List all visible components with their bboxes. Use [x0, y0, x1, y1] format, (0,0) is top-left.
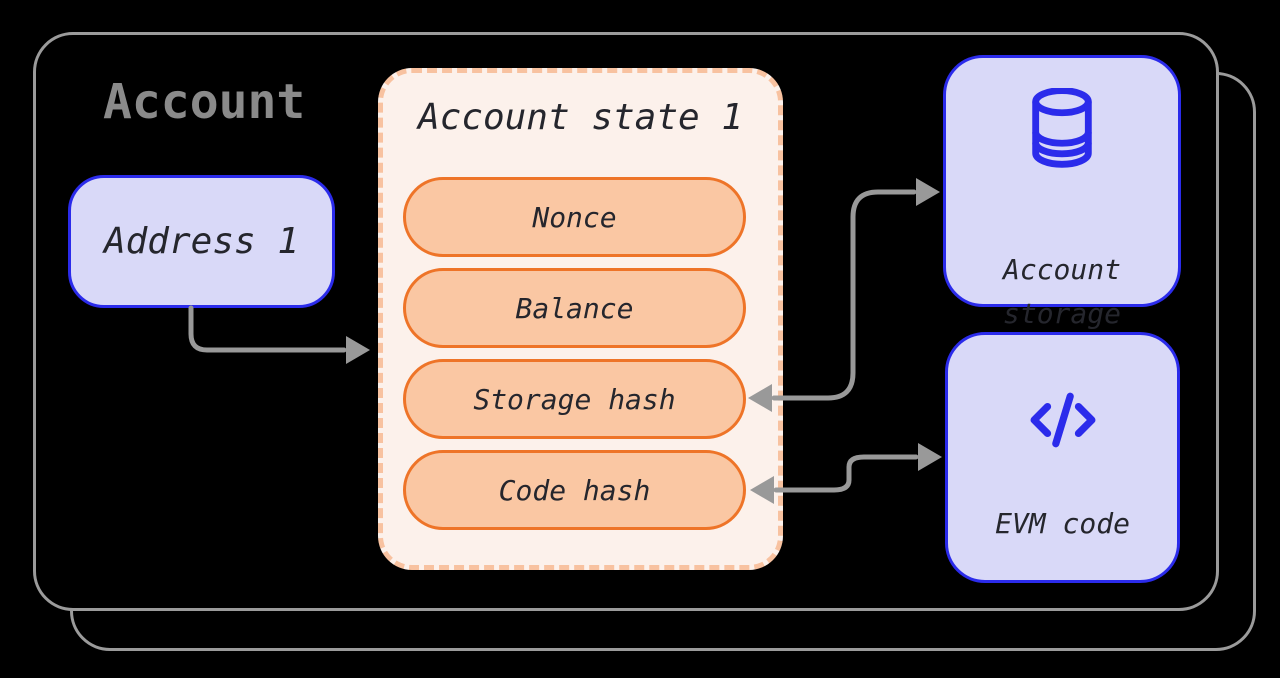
field-pill-label: Nonce: [532, 200, 617, 234]
address-box: Address 1: [68, 175, 335, 308]
field-pill-label: Balance: [515, 291, 634, 325]
field-pill-nonce: Nonce: [403, 177, 746, 257]
account-storage-label-line2: storage: [1002, 297, 1121, 330]
field-pill-code-hash: Code hash: [403, 450, 746, 530]
field-pill-label: Code hash: [498, 473, 651, 507]
field-pill-balance: Balance: [403, 268, 746, 348]
code-icon: [948, 391, 1177, 449]
field-pill-storage-hash: Storage hash: [403, 359, 746, 439]
account-storage-label: Account storage: [946, 248, 1178, 336]
address-box-label: Address 1: [103, 221, 300, 262]
account-state-title: Account state 1: [417, 97, 744, 138]
evm-code-box: EVM code: [945, 332, 1180, 583]
account-storage-box: Account storage: [943, 55, 1181, 330]
account-storage-label-line1: Account: [1002, 253, 1121, 286]
account-state-box: Account state 1 Nonce Balance Storage ha…: [378, 68, 783, 570]
database-icon: [946, 88, 1178, 168]
field-pill-label: Storage hash: [473, 382, 676, 416]
card-title: Account: [103, 74, 306, 130]
evm-code-label: EVM code: [995, 507, 1130, 540]
